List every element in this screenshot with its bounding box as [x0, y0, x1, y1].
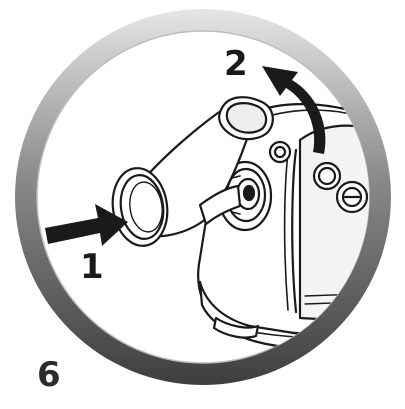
callout-1: 1	[80, 247, 104, 287]
step-number: 6	[37, 358, 61, 392]
knob-lower	[337, 182, 367, 212]
knob-upper	[314, 163, 340, 189]
callout-2: 2	[224, 44, 248, 84]
top-button	[270, 142, 290, 162]
